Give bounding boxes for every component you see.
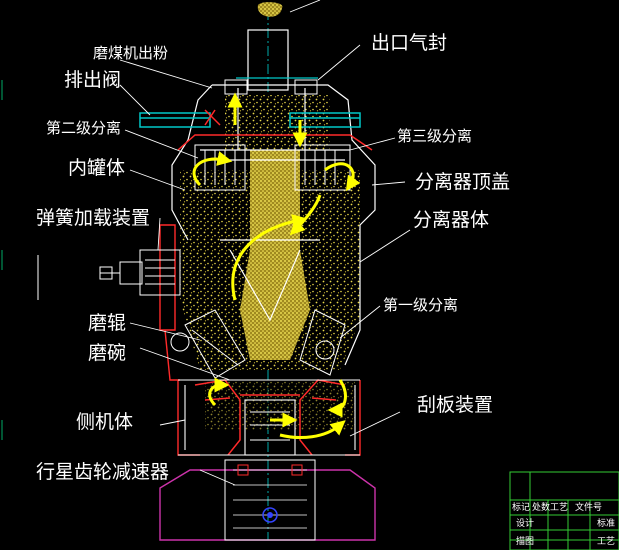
separator-baffles [194,144,351,191]
title-block-cell: 标记 [512,503,531,513]
grinding-roller-shape [170,309,346,379]
coal-dust [180,2,360,430]
flow-arrows [192,92,361,440]
label-outlet-seal: 出口气封 [371,32,448,54]
label-separator-top-cover: 分离器顶盖 [415,171,511,193]
title-block-cell: 工艺 [550,503,569,513]
discharge-valves [139,109,361,128]
label-third-separation: 第三级分离 [397,127,473,145]
reducer-base [159,459,376,541]
leader-lines [119,0,411,486]
outlet-seal [224,79,318,95]
top-cover-rim [177,134,373,151]
label-side-body: 侧机体 [76,411,134,433]
title-block-frame [509,471,619,550]
label-spring-loading: 弹簧加载装置 [36,207,151,229]
label-scraper-device: 刮板装置 [417,394,494,416]
label-second-separation: 第二级分离 [46,119,122,137]
side-body-shape [178,379,360,456]
label-mill-outlet: 磨煤机出粉 [93,44,169,62]
label-separator-body: 分离器体 [413,209,490,231]
spring-loading-device [99,249,181,296]
title-block-cell: 标准 [597,519,616,529]
title-block-cell: 处数 [532,503,551,513]
label-grinding-roller: 磨辊 [88,312,127,334]
title-block-cell: 描图 [516,537,535,547]
title-block-cell: 文件号 [575,503,603,513]
separator-shell [171,29,376,366]
label-inner-tank: 内罐体 [68,157,126,179]
title-block-cell: 工艺 [597,537,616,547]
label-first-separation: 第一级分离 [383,296,459,314]
label-planetary-reducer: 行星齿轮减速器 [36,461,170,483]
left-border-marks [1,80,39,440]
title-block-cell: 设计 [516,519,535,529]
label-grinding-bowl: 磨碗 [88,342,127,364]
label-discharge-valve: 排出阀 [64,69,122,91]
